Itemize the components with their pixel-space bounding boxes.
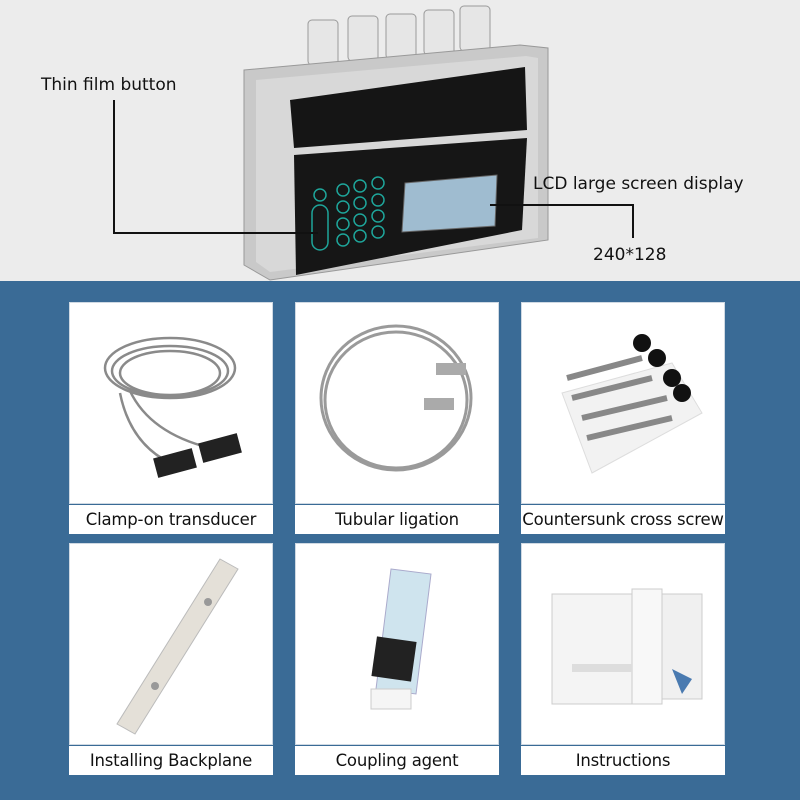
manual-icon xyxy=(551,588,703,705)
gel-tube-icon xyxy=(370,568,432,710)
instructions-image xyxy=(521,543,725,745)
screws-image xyxy=(521,302,725,504)
lcd-display-callout: LCD large screen display xyxy=(533,174,744,194)
coupling-agent-image xyxy=(295,543,499,745)
accessory-label: Clamp-on transducer xyxy=(69,505,273,534)
accessory-label: Countersunk cross screw xyxy=(521,505,725,534)
callout-line xyxy=(113,232,318,234)
device-panel: Thin film button LCD large screen displa… xyxy=(0,0,800,281)
screws-icon xyxy=(561,334,703,474)
backplane-icon xyxy=(116,558,239,735)
backplane-image xyxy=(69,543,273,745)
transducer-image xyxy=(69,302,273,504)
resolution-callout: 240*128 xyxy=(593,245,667,265)
accessory-label: Tubular ligation xyxy=(295,505,499,534)
pipe-clamp-icon xyxy=(319,324,473,472)
callout-line xyxy=(113,100,115,233)
ligation-image xyxy=(295,302,499,504)
flowmeter-device-image xyxy=(243,5,549,281)
thin-film-button-callout: Thin film button xyxy=(41,75,177,95)
accessory-label: Installing Backplane xyxy=(69,746,273,775)
accessory-label: Instructions xyxy=(521,746,725,775)
callout-line xyxy=(632,204,634,238)
accessory-label: Coupling agent xyxy=(295,746,499,775)
callout-line xyxy=(490,204,633,206)
transducer-icon xyxy=(103,336,242,478)
